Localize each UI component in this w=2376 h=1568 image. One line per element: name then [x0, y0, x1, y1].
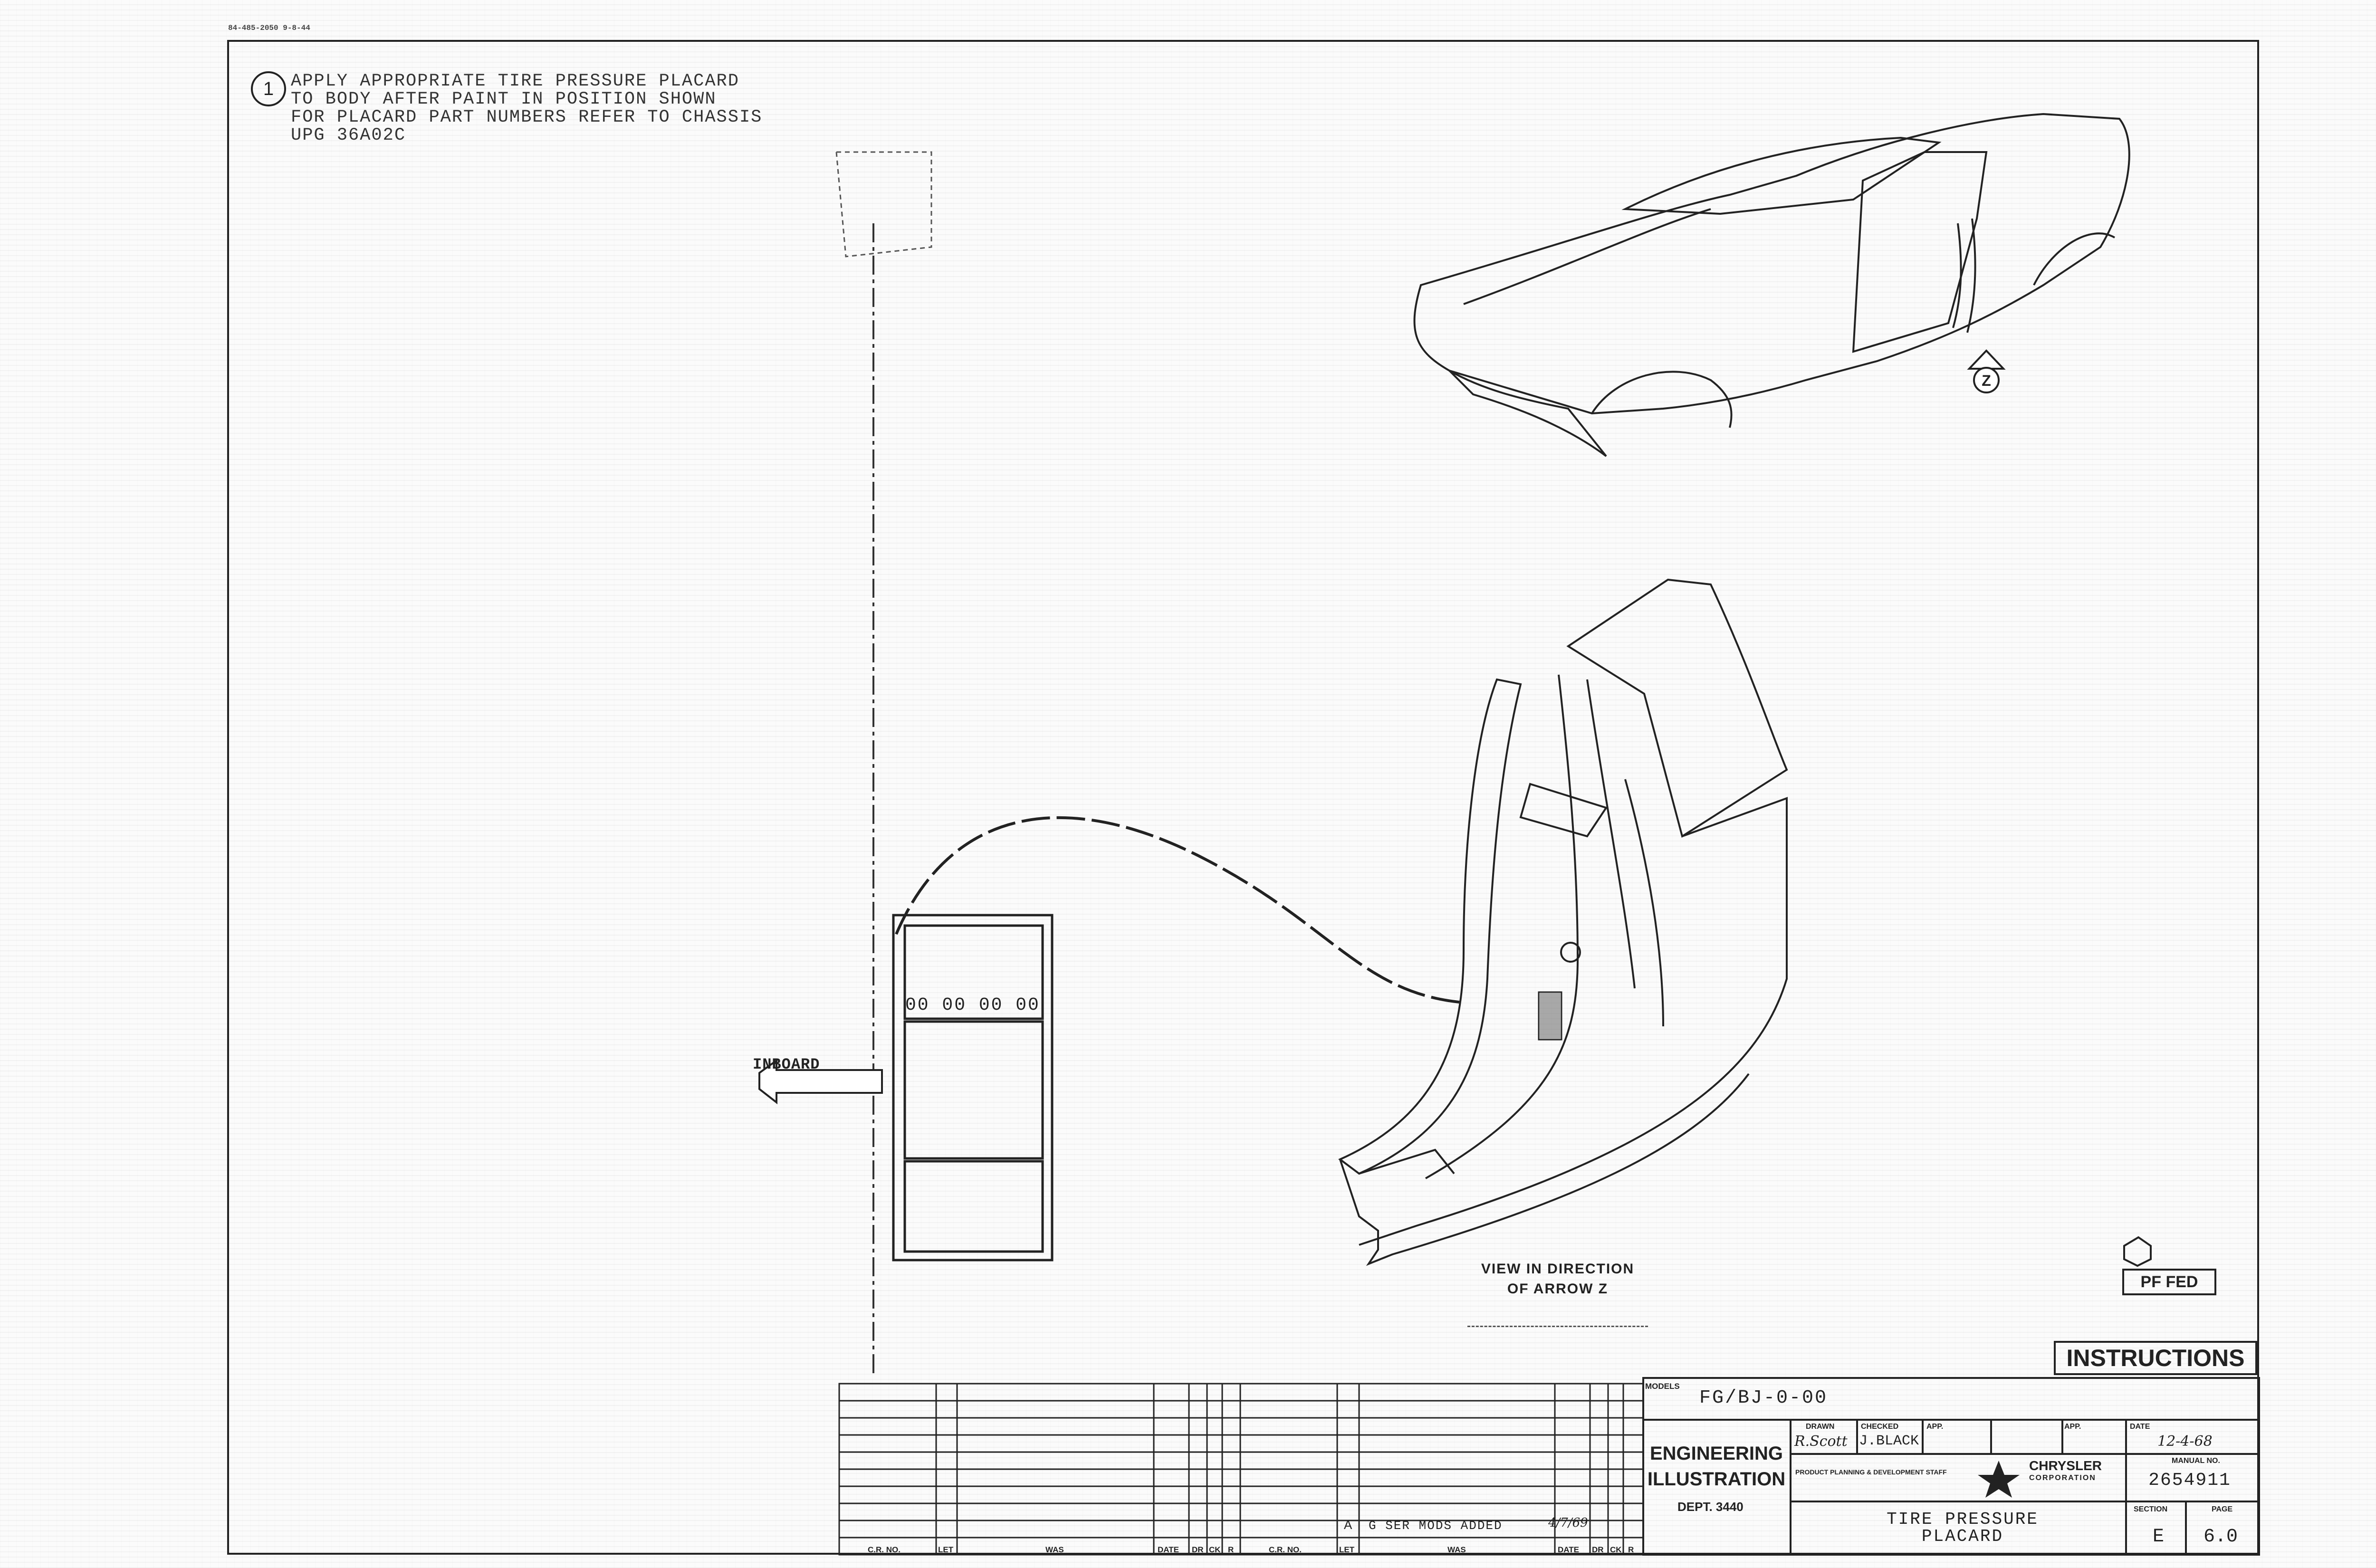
- engineering-illustration: ENGINEERING ILLUSTRATION: [1644, 1441, 1789, 1492]
- revision-letter: A: [1344, 1518, 1352, 1532]
- ppd-staff: PRODUCT PLANNING & DEVELOPMENT STAFF: [1795, 1468, 1947, 1476]
- date-label: DATE: [2130, 1423, 2150, 1431]
- col-ck: CK: [1209, 1545, 1221, 1554]
- revision-description: G SER MODS ADDED: [1369, 1519, 1503, 1533]
- company-name: CHRYSLER: [2029, 1458, 2102, 1473]
- date-value: 12-4-68: [2157, 1433, 2213, 1450]
- col-date-2: DATE: [1558, 1545, 1580, 1554]
- col-was: WAS: [1045, 1545, 1064, 1554]
- arrow-z-callout: [1967, 349, 2006, 393]
- col-cr-no-2: C.R. NO.: [1269, 1545, 1302, 1554]
- page-label: PAGE: [2212, 1505, 2233, 1513]
- section-value: E: [2152, 1526, 2164, 1548]
- eng-line1: ENGINEERING: [1649, 1443, 1783, 1464]
- door-jamb-detail: [1338, 578, 1788, 1266]
- col-dr: DR: [1192, 1545, 1204, 1554]
- chrysler-wordmark: CHRYSLER CORPORATION: [2029, 1458, 2102, 1484]
- page-value: 6.0: [2203, 1526, 2238, 1548]
- drawn-by: R.Scott: [1794, 1433, 1848, 1450]
- checked-label: CHECKED: [1861, 1423, 1899, 1431]
- col-dr-2: DR: [1592, 1545, 1604, 1554]
- note-line: TO BODY AFTER PAINT IN POSITION SHOWN: [291, 89, 717, 109]
- eng-line2: ILLUSTRATION: [1647, 1469, 1786, 1490]
- manual-number: 2654911: [2148, 1470, 2231, 1491]
- col-date: DATE: [1158, 1545, 1179, 1554]
- department-number: DEPT. 3440: [1677, 1500, 1744, 1514]
- col-ck-2: CK: [1610, 1545, 1622, 1554]
- company-sub: CORPORATION: [2029, 1474, 2096, 1482]
- drawing-frame: [227, 40, 2259, 1555]
- col-r-2: R: [1628, 1545, 1634, 1554]
- app-label-2: APP.: [2064, 1423, 2081, 1431]
- document-number: 84-485-2050 9-8-44: [228, 24, 310, 32]
- drawn-label: DRAWN: [1806, 1423, 1835, 1431]
- view-label-line2: OF ARROW Z: [1507, 1281, 1609, 1297]
- instructions-heading: INSTRUCTIONS: [2054, 1341, 2257, 1375]
- placard-code: 00 00 00 00: [905, 995, 1040, 1015]
- inboard-label: INBOARD: [753, 1056, 820, 1073]
- col-r: R: [1228, 1545, 1234, 1554]
- pf-fed-badge: PF FED: [2122, 1269, 2216, 1295]
- arrow-z-letter: Z: [1982, 372, 1991, 389]
- revision-block-grid: [838, 1383, 1644, 1556]
- revision-date: 4/7/69: [1548, 1516, 1588, 1530]
- title-line1: TIRE PRESSURE: [1887, 1510, 2039, 1529]
- models-value: FG/BJ-0-00: [1699, 1387, 1828, 1409]
- col-let: LET: [938, 1545, 954, 1554]
- col-let-2: LET: [1339, 1545, 1355, 1554]
- title-block-grid: [1642, 1377, 2260, 1556]
- note-line: FOR PLACARD PART NUMBERS REFER TO CHASSI…: [291, 107, 763, 127]
- car-body-illustration: [1413, 113, 2130, 457]
- note-line: APPLY APPROPRIATE TIRE PRESSURE PLACARD: [291, 71, 739, 91]
- drawing-title: TIRE PRESSURE PLACARD: [1806, 1511, 2119, 1545]
- note-number-circle: 1: [251, 71, 286, 106]
- col-was-2: WAS: [1447, 1545, 1466, 1554]
- instruction-note: APPLY APPROPRIATE TIRE PRESSURE PLACARD …: [291, 72, 762, 144]
- chrysler-logo: [1978, 1461, 2020, 1498]
- app-label: APP.: [1926, 1423, 1944, 1431]
- tire-pressure-placard: [892, 914, 1054, 1262]
- title-line2: PLACARD: [1921, 1527, 2004, 1546]
- section-label: SECTION: [2134, 1505, 2168, 1513]
- view-label-line1: VIEW IN DIRECTION: [1481, 1261, 1635, 1277]
- models-label: MODELS: [1645, 1382, 1680, 1391]
- manual-label: MANUAL NO.: [2172, 1457, 2220, 1465]
- col-cr-no: C.R. NO.: [868, 1545, 901, 1554]
- checked-by: J.BLACK: [1859, 1433, 1919, 1449]
- view-direction-label: VIEW IN DIRECTION OF ARROW Z: [1467, 1259, 1648, 1327]
- inboard-arrow: [758, 1059, 883, 1105]
- note-line: UPG 36A02C: [291, 125, 406, 145]
